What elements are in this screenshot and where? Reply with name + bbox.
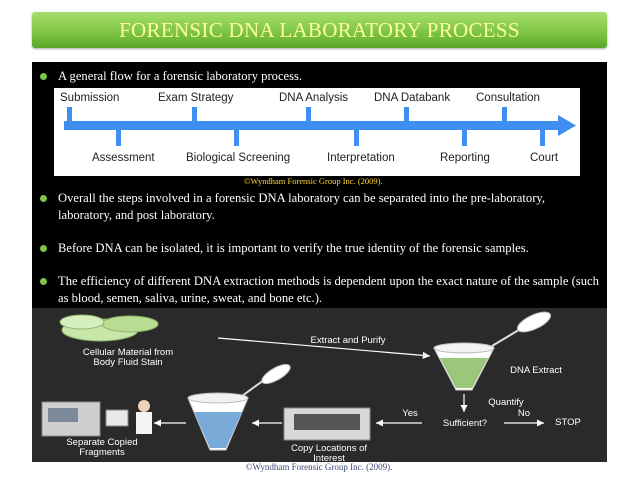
tick-court	[540, 121, 545, 146]
tube-rim	[433, 342, 495, 354]
slide-title-bar: FORENSIC DNA LABORATORY PROCESS	[32, 12, 607, 48]
technician-body-icon	[136, 412, 152, 434]
timeline-label-bottom: Interpretation	[327, 152, 395, 164]
timeline-label-top: DNA Analysis	[279, 92, 349, 104]
flow-label-dna-extract: DNA Extract	[510, 365, 562, 376]
tick-assessment	[116, 121, 121, 146]
flow-label-separate: Separate Copied Fragments	[66, 437, 138, 458]
timeline-label-bottom: Biological Screening	[186, 152, 291, 164]
petri-dish-icon	[101, 315, 159, 333]
timeline-label-top: Submission	[60, 92, 120, 104]
workflow-graphics	[41, 311, 552, 451]
dna-workflow-diagram: Cellular Material from Body Fluid Stain …	[32, 308, 607, 464]
flow-label-stop: STOP	[555, 417, 581, 428]
dna-extract-liquid	[440, 358, 488, 388]
tube-cap-hinge	[241, 379, 265, 397]
bullet-dot-icon	[40, 73, 47, 80]
tick-dna-databank	[404, 107, 409, 130]
flow-label-no: No	[517, 408, 531, 419]
slide-title: FORENSIC DNA LABORATORY PROCESS	[119, 17, 520, 42]
timeline-arrow-diagram	[64, 107, 576, 146]
tick-reporting	[462, 121, 467, 146]
bullet-dot-icon	[40, 195, 47, 202]
bullet-dot-icon	[40, 245, 47, 252]
flow-label-yes: Yes	[402, 408, 418, 419]
tick-submission	[67, 107, 72, 130]
flow-label-sufficient: Sufficient?	[442, 418, 488, 429]
bullet-item: The efficiency of different DNA extracti…	[40, 273, 600, 307]
tick-biological-screening	[234, 121, 239, 146]
bullet-item: Before DNA can be isolated, it is import…	[40, 240, 600, 257]
timeline-label-top: DNA Databank	[374, 92, 451, 104]
flow-label-copy: Copy Locations of Interest	[290, 443, 368, 464]
flow-label-extract: Extract and Purify	[310, 335, 386, 346]
tick-dna-analysis	[306, 107, 311, 130]
flow-label-cellular: Cellular Material from Body Fluid Stain	[82, 347, 174, 368]
tick-interpretation	[354, 121, 359, 146]
tube-rim	[187, 392, 249, 404]
timeline-label-bottom: Court	[530, 152, 559, 164]
tube-cap-hinge	[491, 327, 523, 347]
tube-cap-icon	[516, 311, 552, 333]
bullet-dot-icon	[40, 278, 47, 285]
footer-credit: ©Wyndham Forensic Group Inc. (2009).	[245, 462, 393, 472]
sequencer-screen	[48, 408, 78, 422]
tube-cap-icon	[261, 363, 291, 385]
bullet-item: Overall the steps involved in a forensic…	[40, 190, 600, 224]
timeline-label-top: Exam Strategy	[158, 92, 234, 104]
flow-label-quantify: Quantify	[488, 397, 524, 408]
monitor-icon	[105, 409, 129, 427]
tick-exam-strategy	[192, 107, 197, 130]
tick-consultation	[502, 107, 507, 130]
technician-head-icon	[138, 400, 150, 412]
copied-dna-liquid	[194, 412, 242, 448]
timeline-label-bottom: Reporting	[440, 152, 490, 164]
petri-dish-icon	[59, 314, 105, 330]
process-timeline: Submission Exam Strategy DNA Analysis DN…	[54, 88, 580, 176]
timeline-arrowhead-icon	[558, 115, 576, 136]
timeline-shaft	[64, 121, 560, 130]
extract-arrow	[217, 337, 431, 359]
bullet-item: A general flow for a forensic laboratory…	[40, 68, 600, 85]
thermocycler-lid	[294, 414, 360, 430]
timeline-label-top: Consultation	[476, 92, 540, 104]
image-credit: ©Wyndham Forensic Group Inc. (2009).	[244, 176, 383, 186]
timeline-label-bottom: Assessment	[92, 152, 155, 164]
